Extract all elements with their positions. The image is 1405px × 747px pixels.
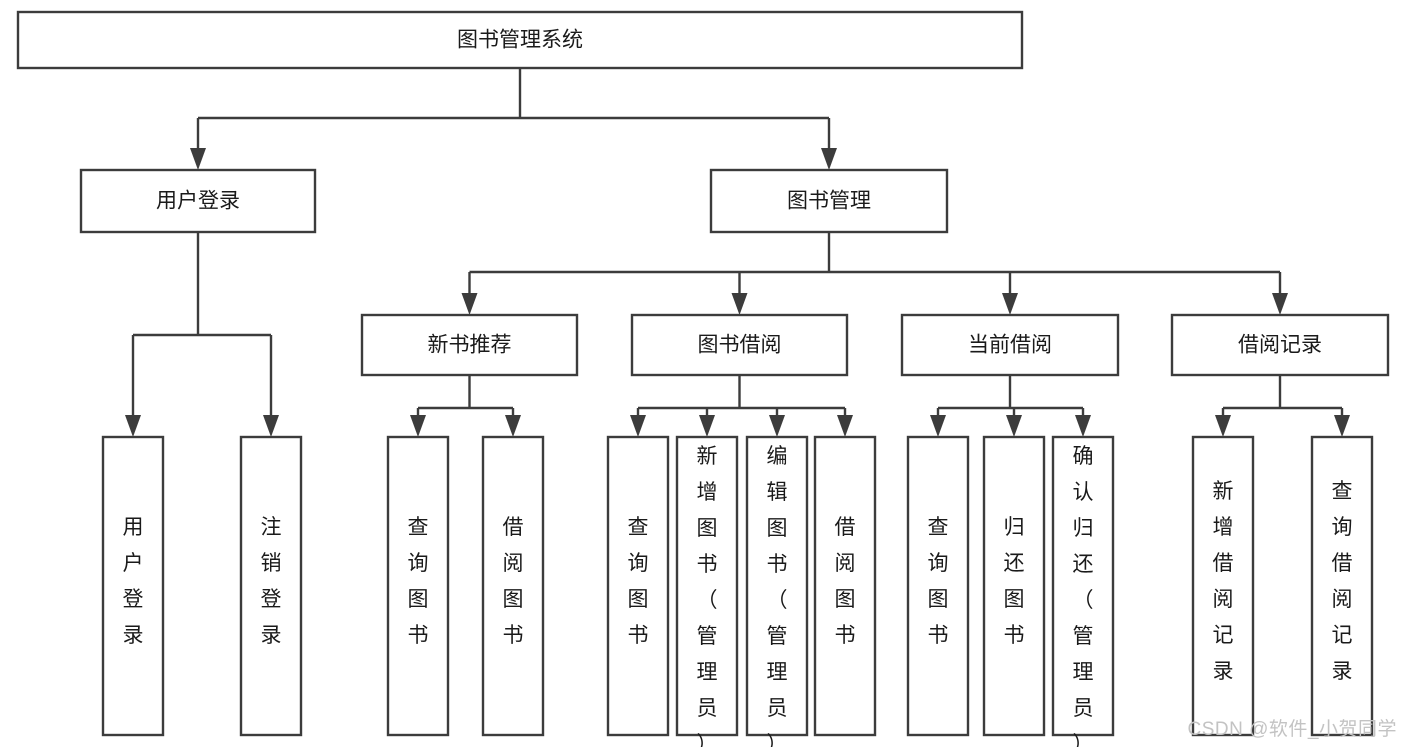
node-book-management[interactable]: 图书管理 <box>709 168 949 234</box>
node-label-leaf-user-login: 用户登录 <box>123 516 144 647</box>
node-box-leaf-borrow-book[interactable] <box>813 435 877 737</box>
node-label-leaf-return-book: 归还图书 <box>1004 516 1025 647</box>
node-label-leaf-query-book-rec: 查询图书 <box>408 516 429 647</box>
node-borrowing-records[interactable]: 借阅记录 <box>1170 313 1390 377</box>
node-label-borrowing-records: 借阅记录 <box>1238 334 1322 357</box>
node-leaf-borrow-book[interactable]: 借阅图书 <box>813 435 877 737</box>
node-leaf-confirm-return-admin[interactable]: 确认归还（管理员） <box>1051 435 1115 747</box>
node-box-leaf-add-borrow-record[interactable] <box>1191 435 1255 737</box>
arrow-head-icon <box>410 415 426 437</box>
node-label-leaf-borrow-book-rec: 借阅图书 <box>503 516 524 647</box>
node-box-new-book-recommendation[interactable] <box>360 313 579 377</box>
node-box-leaf-borrow-book-rec[interactable] <box>481 435 545 737</box>
node-new-book-recommendation[interactable]: 新书推荐 <box>360 313 579 377</box>
node-box-leaf-logout-login[interactable] <box>239 435 303 737</box>
node-leaf-add-book-admin[interactable]: 新增图书（管理员） <box>675 435 739 747</box>
node-box-current-borrowing[interactable] <box>900 313 1120 377</box>
arrow-head-icon <box>930 415 946 437</box>
arrow-head-icon <box>190 148 206 170</box>
node-label-current-borrowing: 当前借阅 <box>968 334 1052 357</box>
node-leaf-query-book-current[interactable]: 查询图书 <box>906 435 970 737</box>
node-label-leaf-query-borrow-record: 查询借阅记录 <box>1332 480 1353 683</box>
node-box-leaf-query-book-borrow[interactable] <box>606 435 670 737</box>
node-box-leaf-query-book-current[interactable] <box>906 435 970 737</box>
node-box-book-management[interactable] <box>709 168 949 234</box>
arrow-head-icon <box>837 415 853 437</box>
arrow-head-icon <box>125 415 141 437</box>
node-box-leaf-confirm-return-admin[interactable] <box>1051 435 1115 737</box>
node-leaf-edit-book-admin[interactable]: 编辑图书（管理员） <box>745 435 809 747</box>
arrow-head-icon <box>461 293 478 315</box>
node-box-book-borrowing[interactable] <box>630 313 849 377</box>
node-box-leaf-query-book-rec[interactable] <box>386 435 450 737</box>
node-label-root: 图书管理系统 <box>457 29 583 52</box>
arrow-head-icon <box>1002 293 1018 315</box>
node-label-leaf-edit-book-admin: 编辑图书（管理员） <box>767 445 788 747</box>
node-label-leaf-query-book-current: 查询图书 <box>928 516 949 647</box>
arrow-head-icon <box>1334 415 1350 437</box>
node-label-leaf-borrow-book: 借阅图书 <box>835 516 856 647</box>
node-leaf-query-book-borrow[interactable]: 查询图书 <box>606 435 670 737</box>
node-box-leaf-user-login[interactable] <box>101 435 165 737</box>
node-leaf-query-borrow-record[interactable]: 查询借阅记录 <box>1310 435 1374 737</box>
node-box-leaf-return-book[interactable] <box>982 435 1046 737</box>
node-leaf-return-book[interactable]: 归还图书 <box>982 435 1046 737</box>
node-label-leaf-confirm-return-admin: 确认归还（管理员） <box>1073 445 1094 747</box>
arrow-head-icon <box>1215 415 1231 437</box>
node-label-user-login: 用户登录 <box>156 190 240 213</box>
node-user-login[interactable]: 用户登录 <box>79 168 317 234</box>
node-box-user-login[interactable] <box>79 168 317 234</box>
node-leaf-user-login[interactable]: 用户登录 <box>101 435 165 737</box>
arrow-head-icon <box>1075 415 1091 437</box>
arrow-head-icon <box>1006 415 1022 437</box>
node-box-leaf-edit-book-admin[interactable] <box>745 435 809 737</box>
arrow-head-icon <box>505 415 521 437</box>
node-layer: 图书管理系统用户登录图书管理新书推荐图书借阅当前借阅借阅记录用户登录注销登录查询… <box>16 10 1390 747</box>
arrow-head-icon <box>731 293 748 315</box>
node-book-borrowing[interactable]: 图书借阅 <box>630 313 849 377</box>
node-box-leaf-add-book-admin[interactable] <box>675 435 739 737</box>
node-current-borrowing[interactable]: 当前借阅 <box>900 313 1120 377</box>
node-label-book-borrowing: 图书借阅 <box>698 334 782 357</box>
node-box-leaf-query-borrow-record[interactable] <box>1310 435 1374 737</box>
node-box-root[interactable] <box>16 10 1024 70</box>
node-leaf-borrow-book-rec[interactable]: 借阅图书 <box>481 435 545 737</box>
node-label-new-book-recommendation: 新书推荐 <box>428 334 512 357</box>
arrow-head-icon <box>263 415 279 437</box>
arrow-head-icon <box>1272 293 1288 315</box>
arrow-head-icon <box>699 415 715 437</box>
node-leaf-add-borrow-record[interactable]: 新增借阅记录 <box>1191 435 1255 737</box>
arrow-head-icon <box>821 148 837 170</box>
node-label-book-management: 图书管理 <box>787 190 871 213</box>
node-label-leaf-add-borrow-record: 新增借阅记录 <box>1213 480 1234 683</box>
node-leaf-logout-login[interactable]: 注销登录 <box>239 435 303 737</box>
arrow-head-icon <box>630 415 646 437</box>
node-label-leaf-query-book-borrow: 查询图书 <box>628 516 649 647</box>
node-root[interactable]: 图书管理系统 <box>16 10 1024 70</box>
node-label-leaf-logout-login: 注销登录 <box>261 516 282 647</box>
node-label-leaf-add-book-admin: 新增图书（管理员） <box>697 445 718 747</box>
arrow-head-icon <box>769 415 785 437</box>
connector-layer <box>125 68 1350 437</box>
node-leaf-query-book-rec[interactable]: 查询图书 <box>386 435 450 737</box>
node-box-borrowing-records[interactable] <box>1170 313 1390 377</box>
